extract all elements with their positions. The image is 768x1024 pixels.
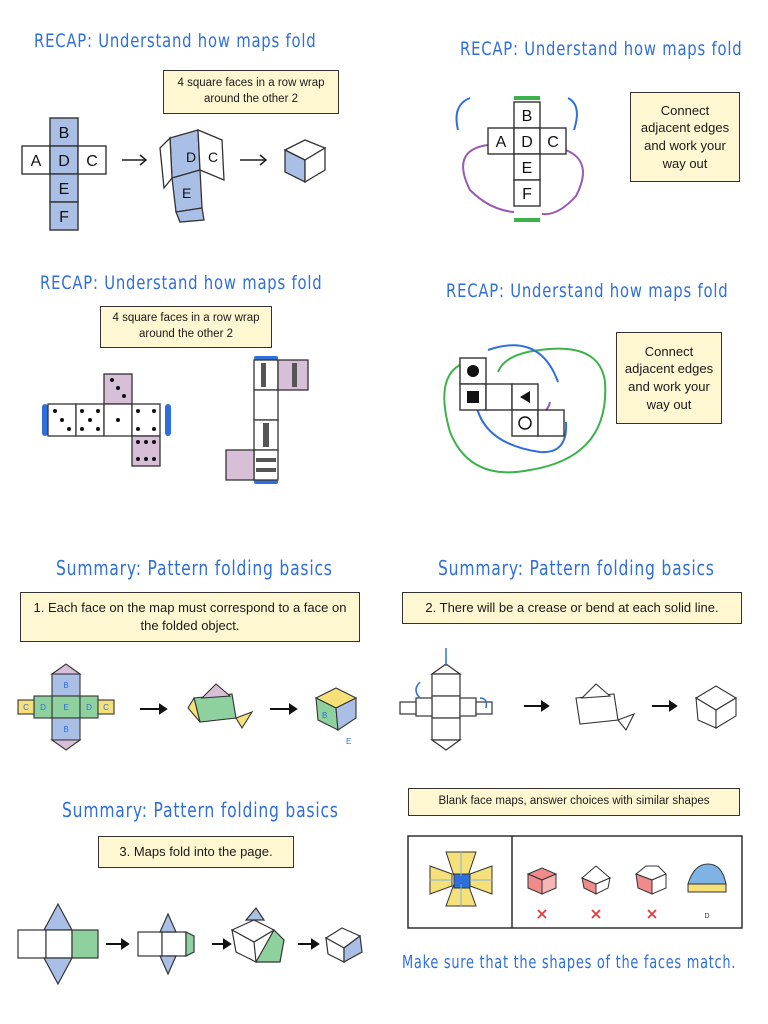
panel-recap-connect-symbols: RECAP: Understand how maps fold Connect … — [390, 262, 760, 492]
face-label-b: B — [59, 125, 70, 142]
svg-text:B: B — [63, 681, 68, 690]
svg-text:D: D — [40, 703, 46, 712]
arrow-icon — [106, 938, 320, 950]
dice-net-diagram — [42, 356, 309, 484]
choice-b-icon — [581, 865, 611, 895]
face-label-a: A — [31, 153, 42, 170]
summary-title-2: Summary: Pattern folding basics — [438, 556, 715, 580]
svg-text:B: B — [322, 711, 327, 720]
face-label-d: D — [58, 153, 70, 170]
svg-text:A: A — [496, 134, 507, 151]
panel-recap-connect-letters: RECAP: Understand how maps fold Connect … — [390, 20, 760, 240]
recap-title-3: RECAP: Understand how maps fold — [40, 272, 323, 294]
note-connect-2: Connect adjacent edges and work your way… — [616, 332, 722, 424]
net-connect-diagram: B A D C E F — [455, 96, 585, 222]
net-letter-diagram: B A D C E F D C E — [21, 117, 327, 231]
svg-text:B: B — [63, 725, 68, 734]
face-label-f: F — [59, 209, 69, 226]
panel-summary-rule-3: Summary: Pattern folding basics 3. Maps … — [10, 790, 370, 1010]
svg-text:E: E — [182, 185, 191, 201]
note-rule-2: 2. There will be a crease or bend at eac… — [402, 592, 742, 624]
choice-d-label: D — [704, 913, 709, 920]
panel-recap-dice: RECAP: Understand how maps fold 4 square… — [10, 262, 370, 492]
svg-text:C: C — [547, 134, 559, 151]
svg-text:E: E — [522, 160, 533, 177]
face-label-e: E — [59, 181, 70, 198]
note-blank-maps: Blank face maps, answer choices with sim… — [408, 788, 740, 816]
note-connect-1: Connect adjacent edges and work your way… — [630, 92, 740, 182]
note-rule-1: 1. Each face on the map must correspond … — [20, 592, 360, 642]
bottom-message: Make sure that the shapes of the faces m… — [402, 952, 737, 973]
folded-cube-icon — [283, 139, 327, 184]
svg-text:D: D — [86, 703, 92, 712]
recap-title-1: RECAP: Understand how maps fold — [34, 30, 317, 52]
colored-net-diagram: B E B D C D C B E — [17, 663, 358, 751]
symbol-net-diagram — [443, 344, 607, 474]
partially-folded-net-icon — [187, 683, 254, 730]
svg-text:C: C — [103, 703, 109, 712]
partially-folded-cube-icon: D C E — [159, 129, 225, 223]
svg-text:D: D — [186, 149, 196, 165]
recap-title-2: RECAP: Understand how maps fold — [460, 38, 743, 60]
svg-text:E: E — [346, 737, 351, 746]
recap-title-4: RECAP: Understand how maps fold — [446, 280, 729, 302]
panel-blank-face-maps: Blank face maps, answer choices with sim… — [390, 780, 760, 1020]
fold-into-page-diagram — [17, 902, 363, 986]
panel-summary-rule-1: Summary: Pattern folding basics 1. Each … — [10, 548, 370, 768]
note-wrap-1: 4 square faces in a row wrap around the … — [163, 70, 339, 114]
folded-outline-icon — [694, 685, 738, 729]
svg-text:B: B — [522, 108, 533, 125]
arrow-icon — [140, 703, 298, 715]
wrong-mark-icon — [537, 909, 657, 919]
panel-recap-letters: RECAP: Understand how maps fold 4 square… — [10, 20, 370, 240]
outline-net-diagram — [399, 648, 738, 751]
partially-folded-outline-icon — [575, 683, 636, 732]
panel-summary-rule-2: Summary: Pattern folding basics 2. There… — [390, 548, 760, 768]
svg-text:D: D — [521, 134, 533, 151]
choice-d-icon — [687, 863, 727, 893]
note-wrap-2: 4 square faces in a row wrap around the … — [100, 306, 272, 348]
summary-title-3: Summary: Pattern folding basics — [62, 798, 339, 822]
face-label-c: C — [86, 153, 98, 170]
svg-text:E: E — [63, 703, 68, 712]
svg-text:C: C — [208, 149, 218, 165]
star-face-map-icon — [429, 851, 493, 907]
summary-title-1: Summary: Pattern folding basics — [56, 556, 333, 580]
svg-text:C: C — [23, 703, 29, 712]
arrow-icon — [524, 700, 678, 712]
arrow-icon — [122, 154, 268, 166]
folded-object-icon: B E — [314, 687, 358, 746]
note-rule-3: 3. Maps fold into the page. — [98, 836, 294, 868]
answer-choices-diagram: D — [407, 835, 743, 929]
choice-a-icon — [526, 867, 558, 895]
choice-c-icon — [635, 865, 667, 895]
svg-text:F: F — [522, 186, 532, 203]
